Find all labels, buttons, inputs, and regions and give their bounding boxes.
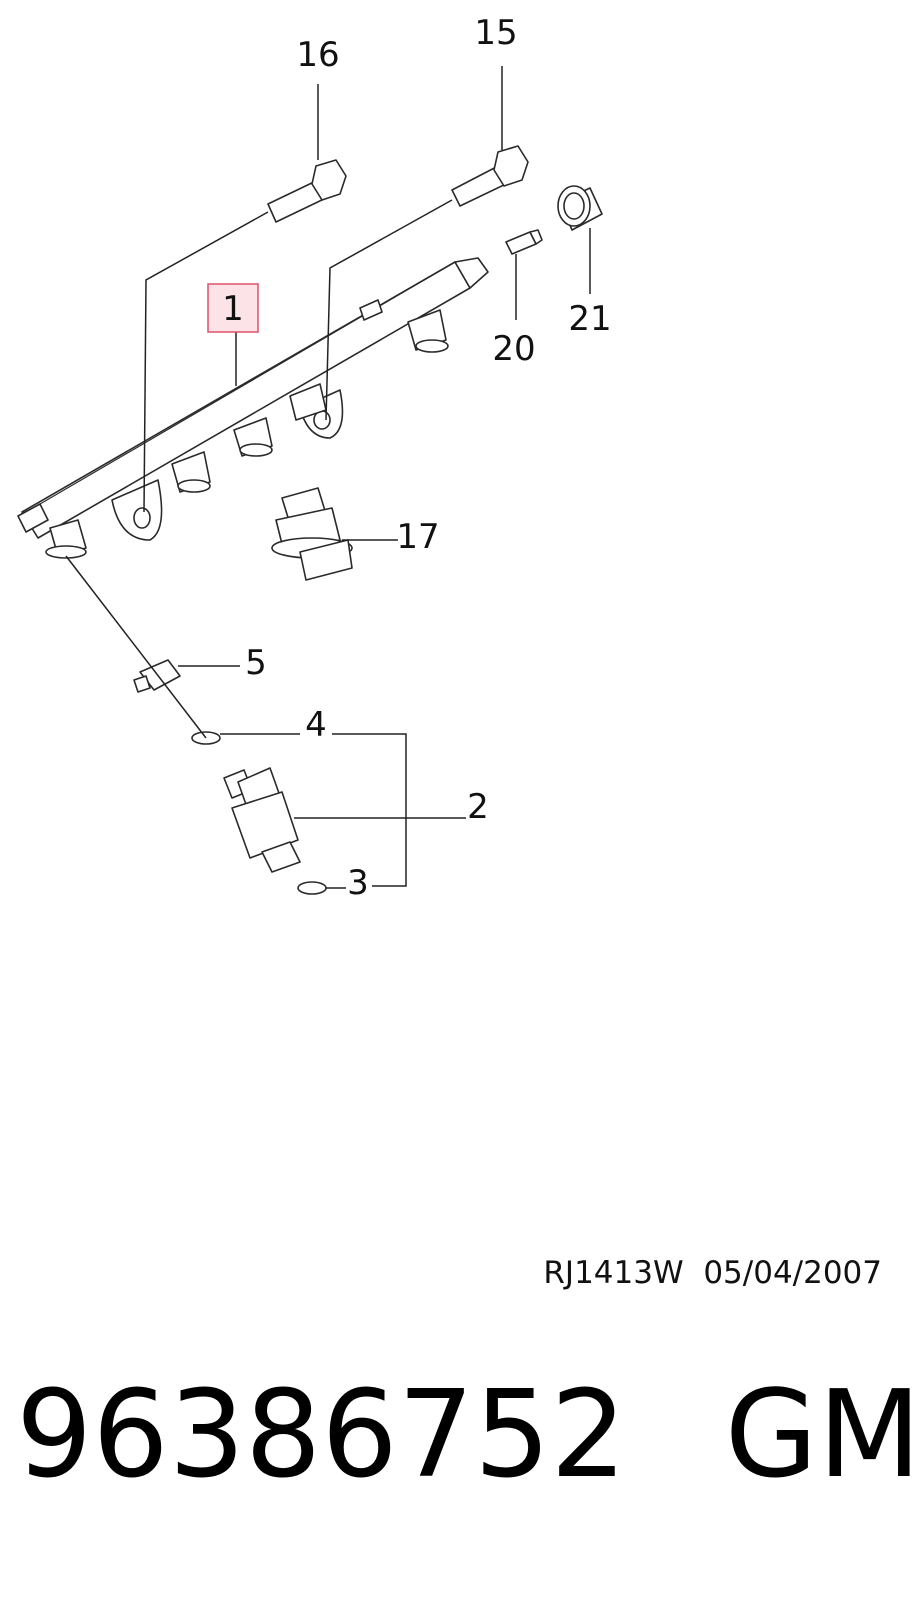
- callout-21[interactable]: 21: [568, 299, 611, 339]
- callout-16[interactable]: 16: [296, 35, 339, 75]
- callout-1-highlight: [207, 283, 259, 333]
- callout-20[interactable]: 20: [492, 329, 535, 369]
- callout-15[interactable]: 15: [474, 13, 517, 53]
- fuel-rail-exploded-diagram: 1 16 15 21 20 17 5 4 2 3: [17, 13, 612, 903]
- leader-lines: [65, 66, 591, 889]
- callout-2[interactable]: 2: [467, 787, 489, 827]
- part-number: 96386752: [16, 1366, 627, 1505]
- callout-4[interactable]: 4: [305, 705, 327, 745]
- bolt-16-part: [267, 159, 347, 223]
- diagram-reference-date: RJ1413W 05/04/2007: [543, 1255, 882, 1291]
- part-number-line: 96386752 GM: [16, 1366, 920, 1505]
- callout-3[interactable]: 3: [347, 863, 369, 903]
- callout-1[interactable]: 1: [222, 289, 244, 329]
- bolt-15-part: [451, 145, 529, 207]
- fuel-rail-part: [17, 257, 489, 559]
- cap-21-part: [557, 185, 603, 231]
- pressure-regulator-17-part: [271, 487, 353, 581]
- o-ring-3-part: [297, 881, 327, 895]
- clip-5-part: [133, 659, 181, 693]
- callout-5[interactable]: 5: [245, 643, 267, 683]
- fuel-injector-2-part: [223, 767, 301, 873]
- valve-20-part: [505, 229, 543, 255]
- callout-17[interactable]: 17: [396, 517, 439, 557]
- brand-label: GM: [724, 1366, 920, 1505]
